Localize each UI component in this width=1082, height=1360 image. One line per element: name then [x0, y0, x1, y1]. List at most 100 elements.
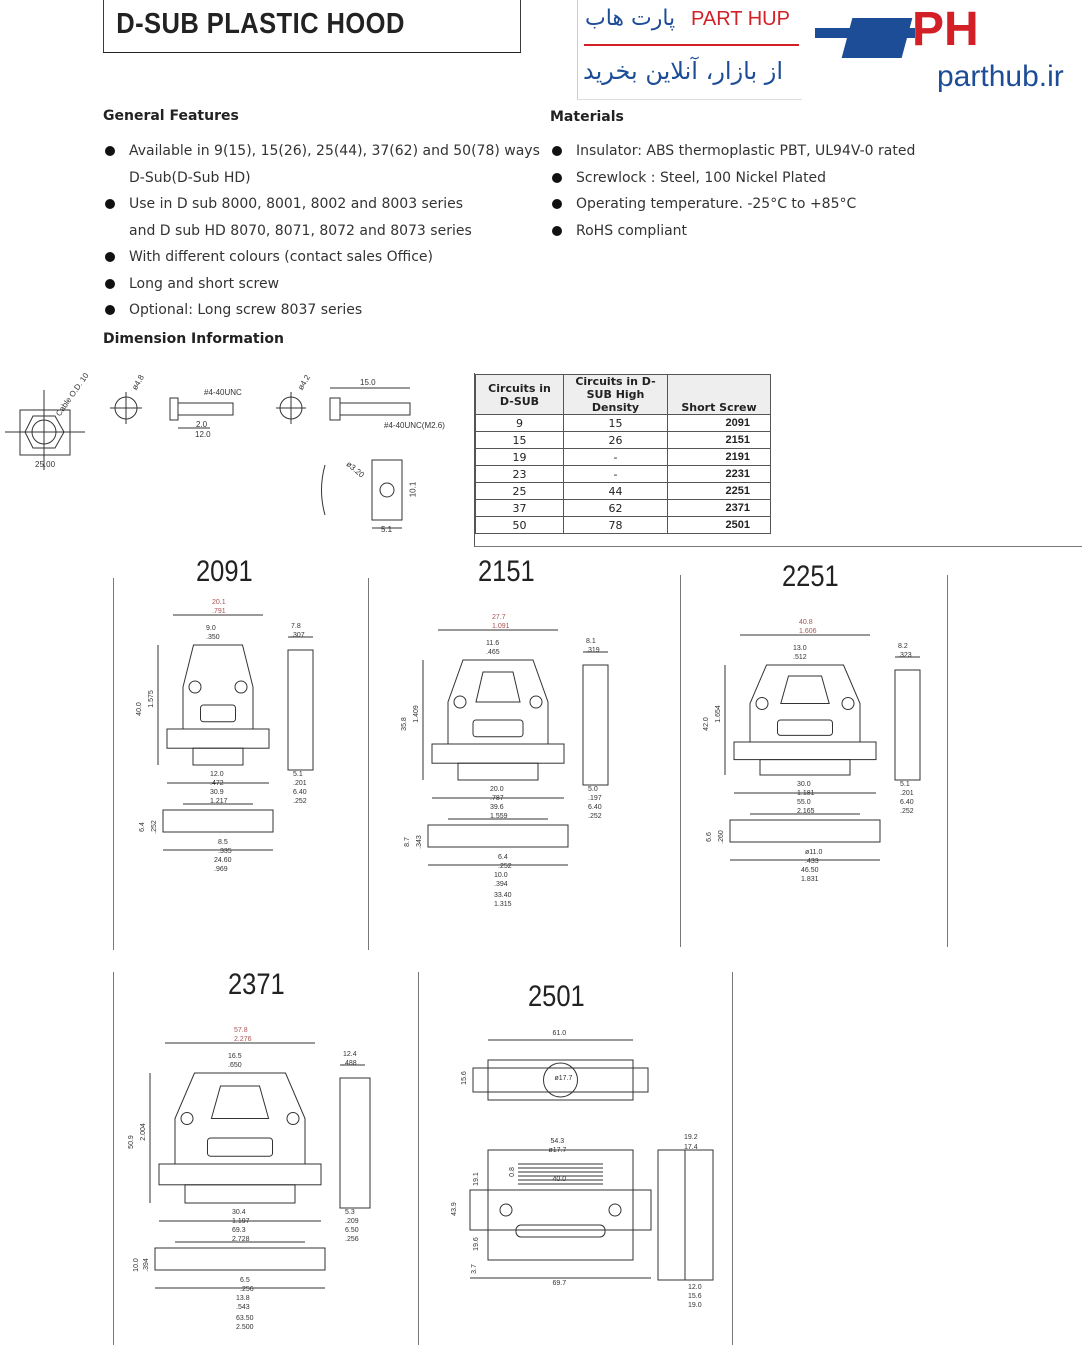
dimension-label: 1.559 — [490, 813, 508, 820]
dimension-label: .512 — [793, 654, 807, 661]
model-number: 2371 — [228, 968, 285, 1001]
table-cell: 15 — [475, 431, 564, 449]
material-item: RoHS compliant — [550, 218, 990, 245]
outline-shape — [158, 1163, 322, 1186]
materials-heading: Materials — [550, 109, 624, 125]
model-number: 2501 — [528, 980, 585, 1013]
logo-ph: PH — [912, 3, 979, 56]
table-cell: 2191 — [667, 448, 771, 466]
dimension-label: 1.091 — [492, 623, 510, 630]
dimension-label: .543 — [236, 1304, 250, 1311]
outline-shape — [427, 824, 569, 848]
outline-shape — [729, 819, 881, 843]
dimension-label: 6.40 — [293, 789, 307, 796]
dimension-label: .209 — [345, 1218, 359, 1225]
dimension-label: 24.60 — [214, 857, 232, 864]
hood-outline — [469, 1039, 714, 1281]
table-cell: 2151 — [667, 431, 771, 449]
outline-shape — [287, 649, 314, 771]
dimension-label: 15.6 — [460, 1071, 468, 1085]
brand-logo[interactable]: پارت هاب PART HUP از بازار، آنلاین بخرید… — [577, 0, 1082, 100]
dimension-label: .969 — [214, 866, 228, 873]
hood-outline — [422, 629, 609, 866]
feature-item: Use in D sub 8000, 8001, 8002 and 8003 s… — [103, 191, 543, 218]
outline-shape — [210, 1085, 270, 1119]
dimension-label: .252 — [900, 808, 914, 815]
dimension-label: 6.50 — [345, 1227, 359, 1234]
dimension-label: .197 — [588, 795, 602, 802]
outline-shape — [180, 1112, 194, 1125]
material-item: Insulator: ABS thermoplastic PBT, UL94V-… — [550, 138, 990, 165]
dimension-label: 8.1 — [586, 638, 596, 645]
dimension-label: 20.1 — [212, 599, 226, 606]
dimension-label: .252 — [498, 863, 512, 870]
outline-shape — [207, 1137, 273, 1157]
dimension-label: 1.654 — [714, 705, 722, 723]
dimension-label: 43.9 — [450, 1202, 458, 1216]
dimension-label: 12.0 — [688, 1284, 702, 1291]
outline-shape — [182, 644, 254, 730]
dimension-label: 50.9 — [127, 1135, 135, 1149]
dimension-label: 12.0 — [210, 771, 224, 778]
screw-thread-label: #4-40UNC(M2.6) — [384, 421, 445, 430]
outline-shape — [780, 675, 830, 704]
feature-item: Available in 9(15), 15(26), 25(44), 37(6… — [103, 138, 543, 165]
dimension-label: 11.6 — [486, 640, 500, 647]
table-cell: 2251 — [667, 482, 771, 500]
table-cell: - — [563, 448, 668, 466]
dimension-label: 69.7 — [552, 1280, 567, 1287]
table-cell: - — [563, 465, 668, 483]
dimension-label: .319 — [586, 647, 600, 654]
model-number: 2091 — [196, 555, 253, 588]
logo-url: parthub.ir — [937, 60, 1064, 93]
dimension-label: .472 — [210, 780, 224, 787]
dimension-label: 63.50 — [236, 1315, 254, 1322]
outline-shape — [487, 1059, 634, 1101]
table-cell: 2091 — [667, 414, 771, 432]
dimension-label: .335 — [218, 848, 232, 855]
dimension-label: 2.500 — [236, 1324, 254, 1331]
dimension-label: .394 — [494, 881, 508, 888]
outline-shape — [515, 1224, 606, 1238]
dimension-label: 1.606 — [799, 628, 817, 635]
dimension-label: 6.40 — [900, 799, 914, 806]
outline-shape — [154, 1247, 326, 1271]
outline-shape — [166, 728, 270, 749]
dimension-label: 19.1 — [472, 1172, 480, 1186]
table-cell: 37 — [475, 499, 564, 517]
dimension-label: .650 — [228, 1062, 242, 1069]
dimension-label: 30.4 — [232, 1209, 246, 1216]
outline-shape — [457, 762, 539, 781]
screw-length-label: 12.0 — [195, 430, 211, 439]
dimension-label: .488 — [343, 1060, 357, 1067]
table-row: 23-2231 — [475, 465, 771, 483]
dimension-label: 30.0 — [797, 781, 811, 788]
outline-shape — [184, 1184, 296, 1204]
general-features-list: Available in 9(15), 15(26), 25(44), 37(6… — [103, 138, 543, 324]
dimension-label: 3.7 — [470, 1264, 478, 1274]
dimension-label: 55.0 — [797, 799, 811, 806]
outline-shape — [529, 695, 543, 709]
accessory-drawing-lines — [5, 387, 411, 529]
dimension-label: 16.5 — [228, 1053, 242, 1060]
outline-shape — [755, 697, 769, 710]
logo-tagline: از بازار، آنلاین بخرید — [583, 57, 784, 85]
dimension-label: 1.575 — [147, 690, 155, 708]
table-cell: 9 — [475, 414, 564, 432]
dimension-label: 0.8 — [508, 1167, 516, 1177]
dimension-label: 8.7 — [403, 837, 411, 847]
table-cell: 2501 — [667, 516, 771, 534]
materials-list: Insulator: ABS thermoplastic PBT, UL94V-… — [550, 138, 990, 244]
screw-length-label: 2.0 — [196, 420, 208, 429]
dimension-label: 1.315 — [494, 901, 512, 908]
dimension-label: 2.728 — [232, 1236, 250, 1243]
screw-thread-label: #4-40UNC — [204, 388, 242, 397]
table-cell: 23 — [475, 465, 564, 483]
dimension-label: 9.0 — [206, 625, 216, 632]
table-cell: 2231 — [667, 465, 771, 483]
